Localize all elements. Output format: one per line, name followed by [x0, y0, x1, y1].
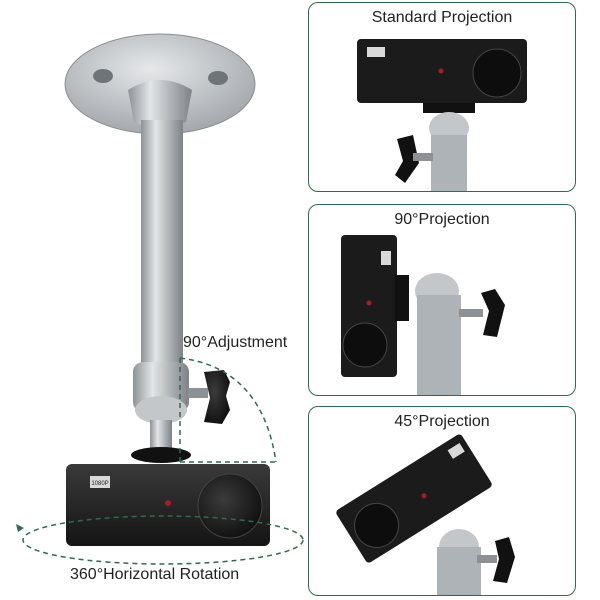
pole [417, 295, 461, 395]
standard-projection-image [357, 39, 527, 191]
lens [197, 473, 263, 539]
lens [472, 48, 522, 98]
panel-90-projection: 90°Projection [308, 204, 576, 396]
rotation-label: 360°Horizontal Rotation [70, 566, 240, 583]
panel-standard-projection: Standard Projection [308, 2, 576, 192]
tightening-knob [395, 135, 419, 183]
screw-hole [93, 69, 113, 83]
45-projection-image [336, 434, 515, 595]
lens [354, 502, 400, 548]
resolution-badge [90, 476, 110, 488]
resolution-badge [447, 443, 465, 459]
tightening-knob [493, 537, 515, 583]
indicator-light [165, 500, 171, 506]
screw-hole [208, 71, 228, 85]
tightening-knob [204, 370, 230, 424]
tightening-knob [481, 289, 505, 337]
panel-title: 45°Projection [394, 413, 490, 430]
90-projection-image [341, 235, 505, 395]
badge-text: 1080P [91, 481, 108, 487]
lens [342, 322, 388, 368]
resolution-badge [367, 47, 385, 57]
adjustment-arc [179, 357, 277, 463]
ceiling-mount-image: 1080P [16, 33, 304, 565]
resolution-badge [381, 251, 391, 265]
panel-title: Standard Projection [371, 9, 513, 26]
adjustment-label: 90°Adjustment [183, 334, 288, 351]
rotation-ellipse [22, 515, 304, 565]
pole [437, 547, 481, 595]
panel-title: 90°Projection [394, 211, 490, 228]
extension-pole [141, 120, 183, 365]
main-illustration: 1080P 90°Adjustment 360°Horizontal Rotat… [16, 33, 304, 583]
pole [431, 135, 467, 191]
panel-45-projection: 45°Projection [308, 406, 576, 596]
pole-collar [128, 80, 192, 128]
